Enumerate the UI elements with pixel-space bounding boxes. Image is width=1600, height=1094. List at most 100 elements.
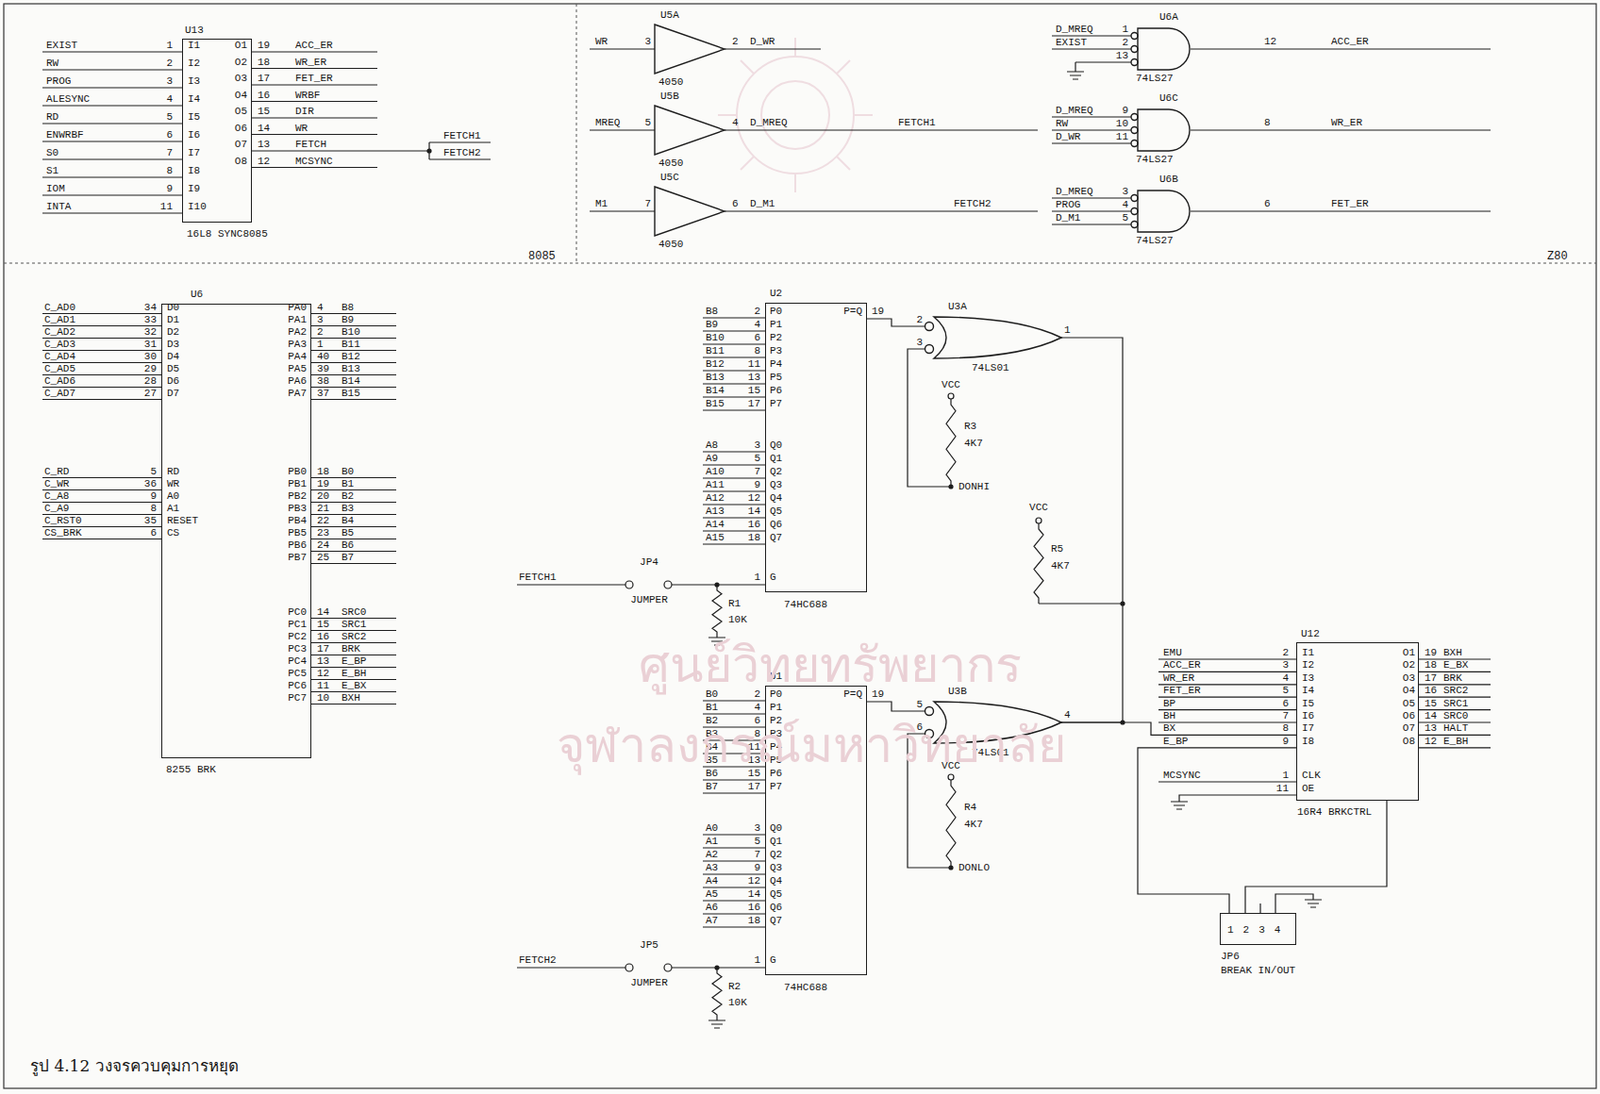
signal-label: FETCH2 — [518, 953, 557, 967]
signal-label: 20 — [316, 489, 330, 503]
wire — [1245, 800, 1387, 914]
signal-label: A0 — [166, 489, 180, 503]
signal-label: 9 — [1282, 734, 1289, 749]
signal-label: 19 — [1424, 646, 1437, 660]
signal-label: BP — [1163, 697, 1176, 711]
signal-label: B5 — [341, 526, 354, 540]
signal-label: C_AD4 — [44, 350, 76, 364]
part-number: 74LS27 — [1135, 233, 1174, 248]
or-gate-symbol: U3A74LS01 — [924, 316, 1062, 359]
signal-label: B2 — [341, 489, 354, 503]
signal-label: D_MREQ — [1055, 184, 1094, 199]
signal-label: 14 — [257, 121, 270, 135]
junction-dot — [426, 148, 432, 153]
signal-label: Q2 — [769, 465, 783, 479]
signal-label: R5 — [1050, 542, 1064, 556]
signal-label: 16 — [316, 630, 330, 644]
junction-dot — [948, 483, 953, 489]
signal-label: WR — [595, 34, 608, 49]
nor-gate-symbol: U6A74LS27 — [1131, 28, 1191, 70]
symbol-part — [925, 345, 934, 354]
signal-label: 18 — [748, 914, 761, 928]
signal-label: B7 — [705, 780, 718, 794]
signal-label: DONHI — [958, 480, 990, 494]
signal-label: 13 — [257, 137, 270, 151]
signal-label: 13 — [316, 654, 330, 668]
signal-label: 16 — [748, 900, 761, 915]
signal-label: PC0 — [287, 605, 307, 619]
signal-label: 9 — [166, 182, 173, 196]
signal-label: BXH — [1443, 646, 1463, 660]
signal-label: A14 — [705, 517, 725, 532]
signal-label: A5 — [705, 887, 718, 901]
signal-label: 35 — [144, 514, 157, 528]
signal-label: A1 — [166, 501, 180, 516]
signal-label: D2 — [166, 325, 180, 339]
signal-label: 5 — [644, 116, 651, 130]
wire — [42, 35, 1491, 1029]
signal-label: I8 — [1301, 734, 1315, 749]
signal-label: OE — [1301, 782, 1315, 796]
signal-label: 8 — [753, 344, 761, 358]
signal-label: 6 — [1264, 197, 1271, 211]
symbol-outline — [1131, 28, 1191, 70]
signal-label: C_AD5 — [44, 362, 76, 376]
signal-label: 10 — [316, 691, 330, 705]
terminal-ring — [625, 581, 634, 589]
signal-label: BX — [1163, 721, 1176, 735]
signal-label: PB5 — [287, 526, 307, 540]
watermark-emblem — [717, 37, 873, 193]
signal-label: I1 — [1301, 646, 1315, 660]
signal-label: 32 — [144, 325, 157, 339]
signal-label: P4 — [769, 357, 783, 371]
signal-label: P6 — [769, 383, 783, 398]
signal-label: 4 — [732, 116, 739, 130]
part-number: 16R4 BRKCTRL — [1297, 805, 1372, 819]
signal-label: B15 — [705, 397, 725, 411]
signal-label: C_RST0 — [44, 514, 83, 528]
signal-label: Q5 — [769, 504, 783, 518]
signal-label: B9 — [705, 317, 718, 332]
signal-label: PB3 — [287, 501, 307, 516]
signal-label: Q6 — [769, 900, 783, 915]
signal-label: 19 — [257, 38, 270, 52]
part-designator: U6A — [1159, 10, 1179, 24]
signal-label: CS_BRK — [44, 526, 83, 540]
signal-label: A4 — [705, 874, 718, 888]
signal-label: B4 — [341, 514, 354, 528]
signal-label: RD — [46, 110, 59, 124]
signal-label: 11 — [748, 357, 761, 371]
signal-label: 30 — [144, 350, 157, 364]
signal-label: 7 — [753, 848, 761, 862]
signal-label: 4 — [753, 317, 761, 332]
signal-label: P7 — [769, 397, 783, 411]
signal-label: A13 — [705, 504, 725, 518]
signal-label: 13 — [1424, 721, 1437, 735]
signal-label: 22 — [316, 514, 330, 528]
signal-label: P5 — [769, 370, 783, 384]
signal-label: PA4 — [287, 350, 307, 364]
signal-label: Q7 — [769, 531, 783, 545]
signal-label: I2 — [1301, 658, 1315, 672]
section-label: 8085 — [528, 250, 556, 264]
part-designator: U2 — [769, 286, 783, 300]
signal-label: 7 — [166, 146, 173, 160]
signal-label: G — [769, 953, 777, 967]
signal-label: 33 — [144, 313, 157, 327]
signal-label: 31 — [144, 337, 157, 351]
signal-label: B1 — [341, 477, 354, 491]
signal-label: DONLO — [958, 861, 990, 875]
symbol-part — [925, 322, 934, 332]
signal-label: SRC1 — [1443, 697, 1468, 711]
signal-label: 6 — [150, 526, 157, 540]
section-divider — [576, 3, 578, 264]
signal-label: 1 — [316, 337, 324, 351]
symbol-outline — [654, 24, 725, 74]
signal-label: P1 — [769, 317, 783, 332]
signal-label: ACC_ER — [1331, 34, 1369, 49]
signal-label: O2 — [1402, 658, 1416, 672]
signal-label: PA7 — [287, 386, 307, 400]
signal-label: PC7 — [287, 691, 307, 705]
signal-label: 7 — [1282, 709, 1289, 723]
signal-label: O1 — [234, 38, 248, 52]
